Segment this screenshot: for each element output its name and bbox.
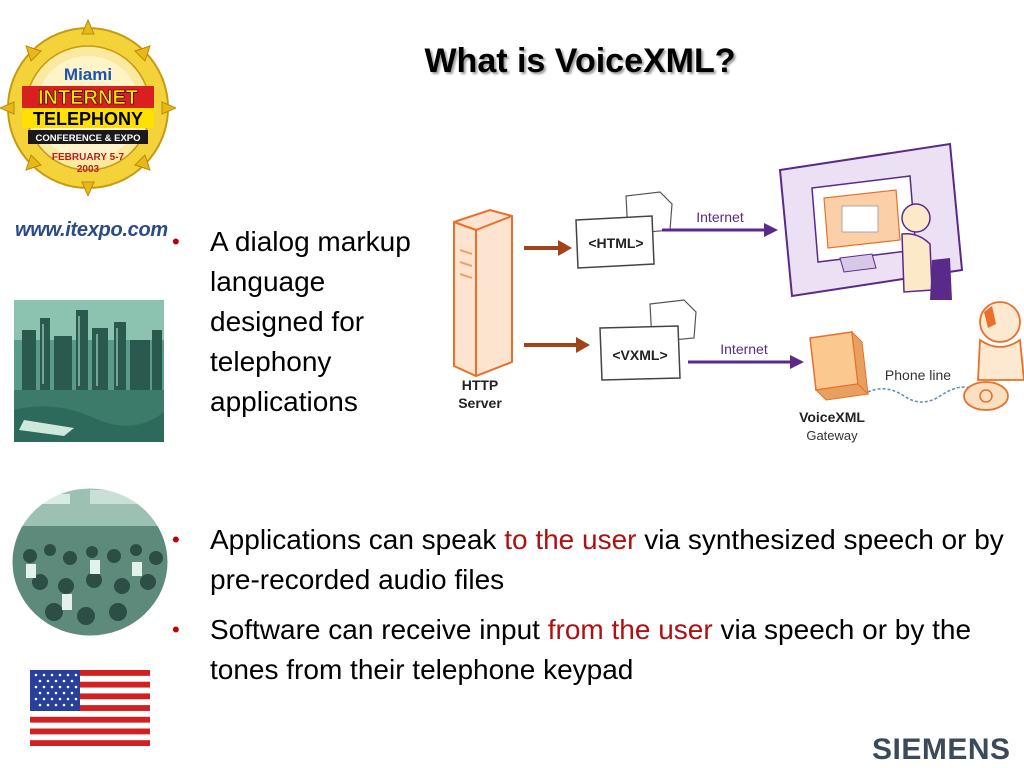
highlight-to-the-user: to the user bbox=[504, 524, 637, 555]
seal-text-date: FEBRUARY 5-7 bbox=[52, 152, 125, 163]
bullet-speak-to-user: Applications can speak to the user via s… bbox=[170, 520, 1010, 600]
pc-user-icon bbox=[778, 142, 964, 300]
city-skyline-photo bbox=[14, 300, 164, 442]
seal-text-miami: Miami bbox=[64, 65, 112, 84]
phone-line-wire bbox=[867, 386, 971, 403]
us-flag-icon bbox=[30, 670, 150, 746]
vxml-document-icon: <VXML> bbox=[599, 299, 697, 381]
bullet-list-bottom: Applications can speak to the user via s… bbox=[170, 520, 1010, 690]
seal-text-conference: CONFERENCE & EXPO bbox=[35, 133, 140, 144]
server-to-vxml-arrow bbox=[524, 337, 590, 353]
vxml-tag-label: <VXML> bbox=[612, 347, 667, 363]
slide-title: What is VoiceXML? bbox=[424, 42, 736, 80]
http-server-icon bbox=[453, 208, 513, 378]
voicexml-gateway-icon bbox=[809, 330, 870, 401]
http-server-label-line2: Server bbox=[458, 395, 502, 411]
html-document-icon: <HTML> bbox=[575, 191, 673, 269]
html-to-pc-arrow bbox=[662, 223, 778, 237]
siemens-brand-logo: SIEMENS bbox=[872, 733, 1011, 766]
phone-line-label: Phone line bbox=[885, 367, 951, 383]
bullet-definition: A dialog markup language designed for te… bbox=[170, 222, 420, 422]
highlight-from-the-user: from the user bbox=[547, 614, 713, 645]
http-server-label-line1: HTTP bbox=[462, 377, 499, 393]
seal-text-telephony: TELEPHONY bbox=[33, 109, 143, 129]
expo-crowd-photo bbox=[11, 487, 169, 637]
voicexml-architecture-diagram: HTTP Server <HTML> <VXML> Internet Inter… bbox=[453, 142, 1024, 443]
phone-user-icon bbox=[963, 301, 1024, 411]
conference-seal-logo: Miami INTERNET TELEPHONY CONFERENCE & EX… bbox=[0, 18, 176, 196]
internet-label-2: Internet bbox=[720, 341, 768, 357]
html-tag-label: <HTML> bbox=[588, 235, 643, 251]
seal-text-year: 2003 bbox=[77, 164, 100, 175]
server-to-html-arrow bbox=[524, 240, 572, 256]
bullet-input-from-user: Software can receive input from the user… bbox=[170, 610, 1010, 690]
website-url: www.itexpo.com bbox=[15, 219, 168, 241]
gateway-label-line2: Gateway bbox=[806, 428, 858, 443]
internet-label-1: Internet bbox=[696, 209, 744, 225]
vxml-to-gateway-arrow bbox=[688, 355, 804, 369]
bullet-list-top: A dialog markup language designed for te… bbox=[170, 222, 420, 422]
gateway-label-line1: VoiceXML bbox=[799, 409, 865, 425]
seal-text-internet: INTERNET bbox=[38, 87, 138, 109]
